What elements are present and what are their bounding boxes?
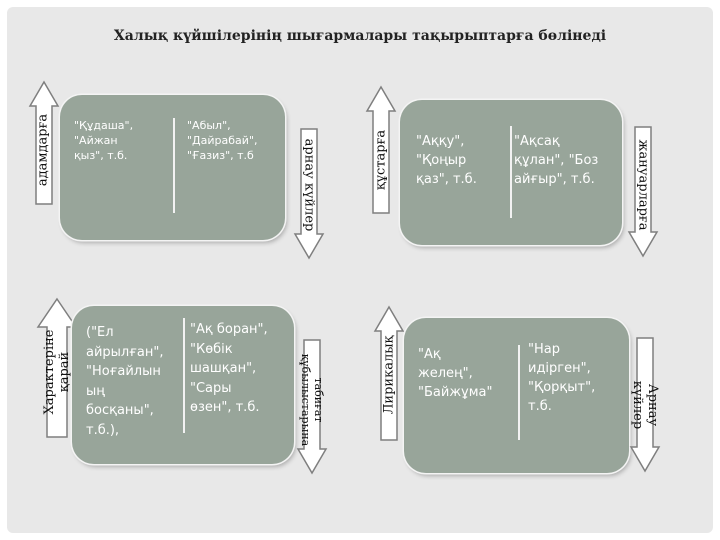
card-divider [510, 126, 512, 218]
right-label-dedication: Арнау күйлер [630, 380, 660, 430]
down-arrow-icon [293, 128, 325, 260]
card-col1-birds: "Аққу", "Қоңыр қаз", т.б. [416, 134, 477, 187]
card-col1-people: "Құдаша", "Айжан қыз", т.б. [74, 119, 134, 162]
card-divider [173, 118, 175, 213]
card-divider [518, 345, 520, 440]
card-col1-lyrical: "Ақ желең", "Байжұма" [418, 347, 493, 400]
up-arrow-icon [373, 305, 405, 441]
card-col2-lyrical: "Нар идірген", "Қорқыт", т.б. [528, 342, 596, 414]
left-label-character: Характеріне қарай [42, 329, 72, 415]
card-col2-people: "Абыл", "Дайрабай", "Ғазиз", т.б [187, 119, 258, 162]
card-col2-birds: "Ақсақ құлан", "Боз айғыр", т.б. [514, 134, 599, 187]
down-arrow-icon [629, 337, 661, 473]
card-people [60, 95, 285, 240]
card-col1-character: ("Ел айрылған", "Ноғайлын ың босқаны", т… [86, 325, 164, 438]
down-arrow-icon [296, 339, 328, 475]
left-label-birds: құстарға [373, 129, 389, 191]
up-arrow-icon [365, 85, 397, 214]
up-arrow-icon [28, 80, 60, 205]
left-label-lyrical: Лирикалық [381, 335, 397, 415]
slide-title: Халық күйшілерінің шығармалары тақырыпта… [113, 28, 607, 44]
down-arrow-icon [627, 126, 659, 258]
right-label-animals: жануарларға [635, 139, 651, 231]
card-lyrical [404, 318, 629, 473]
card-divider [183, 318, 185, 433]
right-label-people: арнау күйлер [301, 138, 317, 232]
right-label-nature: табиғат құбылыстарына [299, 353, 325, 447]
card-col2-character: "Ақ боран", "Көбік шашқан", "Сары өзен",… [190, 322, 268, 415]
left-label-people: адамдарға [35, 113, 51, 187]
